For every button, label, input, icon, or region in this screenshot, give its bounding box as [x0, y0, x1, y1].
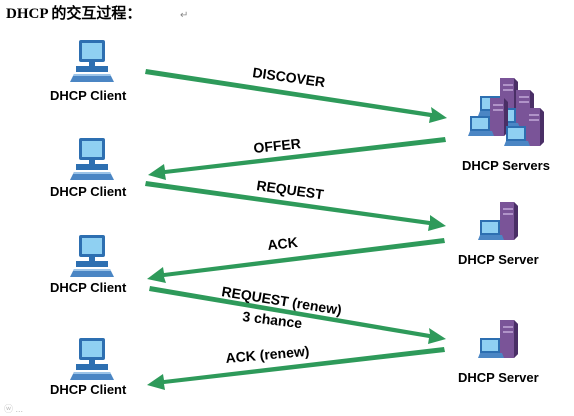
computer-icon [70, 235, 114, 277]
ack-label: ACK [267, 234, 299, 253]
server-cluster-node: DHCP Servers [462, 77, 550, 173]
request-renew-sublabel: 3 chance [242, 308, 304, 331]
client-node: DHCP Client [50, 235, 127, 295]
client-label: DHCP Client [50, 184, 127, 199]
server-node: DHCP Server [458, 319, 539, 385]
client-node: DHCP Client [50, 40, 127, 103]
message-arrows [145, 69, 447, 390]
server-node: DHCP Server [458, 201, 539, 267]
request-arrow [145, 181, 446, 231]
paragraph-mark: ↵ [180, 10, 188, 21]
server-cluster-icon [468, 77, 545, 147]
offer-label: OFFER [253, 135, 302, 156]
client-label: DHCP Client [50, 382, 127, 397]
diagram-title: DHCP 的交互过程： [6, 4, 141, 22]
client-label: DHCP Client [50, 280, 127, 295]
server-label: DHCP Server [458, 252, 539, 267]
discover-arrow [145, 69, 447, 123]
server-label: DHCP Server [458, 370, 539, 385]
offer-arrow [148, 137, 446, 180]
server-label: DHCP Servers [462, 158, 550, 173]
watermark: ⓦ ... [4, 404, 23, 414]
server-icon [478, 201, 519, 241]
client-label: DHCP Client [50, 88, 127, 103]
computer-icon [70, 138, 114, 180]
discover-label: DISCOVER [252, 64, 327, 90]
ack-arrow [147, 238, 445, 283]
computer-icon [70, 338, 114, 380]
ack-renew-label: ACK (renew) [225, 343, 310, 366]
server-icon [478, 319, 519, 359]
computer-icon [70, 40, 114, 82]
client-node: DHCP Client [50, 338, 127, 397]
ack-renew-arrow [147, 347, 445, 390]
client-node: DHCP Client [50, 138, 127, 199]
request-renew-arrow [149, 286, 446, 344]
